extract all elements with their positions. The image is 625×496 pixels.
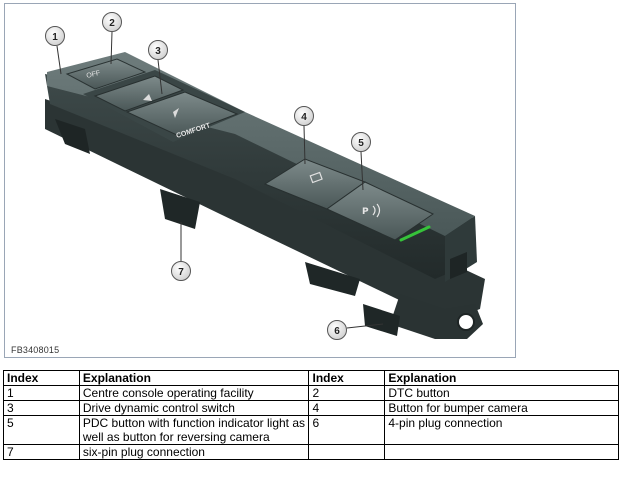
index-cell: 2	[308, 385, 386, 401]
svg-text:1: 1	[52, 32, 58, 43]
arrow-up-icon	[143, 94, 152, 101]
base-housing	[45, 99, 485, 322]
explanation-cell: Drive dynamic control switch	[78, 400, 310, 416]
svg-text:6: 6	[334, 326, 340, 337]
leader-lines	[56, 31, 384, 329]
explanation-cell: Centre console operating facility	[78, 385, 310, 401]
lower-clip	[305, 262, 360, 296]
index-cell: 4	[308, 400, 386, 416]
arrow-down-icon	[173, 108, 179, 118]
side-clip	[55, 119, 90, 154]
callout-3: 3	[148, 40, 168, 60]
front-connector	[450, 252, 467, 279]
index-cell: 7	[3, 444, 80, 460]
component-illustration: OFF COMFORT P	[4, 3, 516, 358]
index-cell: 3	[3, 400, 80, 416]
table-row: 1 Centre console operating facility 2 DT…	[3, 385, 619, 401]
callout-2: 2	[102, 12, 122, 32]
explanation-cell: 4-pin plug connection	[384, 415, 619, 445]
svg-text:3: 3	[155, 46, 161, 57]
dtc-button-label: OFF	[86, 70, 101, 80]
callout-4: 4	[294, 106, 314, 126]
pdc-icon: P	[362, 207, 369, 217]
explanation-cell: six-pin plug connection	[78, 444, 310, 460]
header-index: Index	[308, 370, 386, 386]
table-row: 3 Drive dynamic control switch 4 Button …	[3, 400, 619, 416]
svg-text:2: 2	[109, 18, 115, 29]
explanation-cell	[384, 444, 619, 460]
camera-icon	[309, 171, 323, 184]
explanation-cell: DTC button	[384, 385, 619, 401]
index-cell: 6	[308, 415, 386, 445]
index-cell	[308, 444, 386, 460]
figure-code: FB3408015	[11, 345, 60, 355]
index-cell: 1	[3, 385, 80, 401]
explanation-cell: PDC button with function indicator light…	[78, 415, 310, 445]
callout-7: 7	[171, 261, 191, 281]
mounting-hole	[457, 313, 475, 331]
svg-text:7: 7	[178, 267, 184, 278]
dtc-button-shape	[65, 58, 147, 90]
svg-text:5: 5	[358, 138, 364, 149]
header-explanation: Explanation	[384, 370, 619, 386]
pdc-wave-icon	[372, 203, 381, 218]
table-header-row: Index Explanation Index Explanation	[3, 370, 619, 386]
index-cell: 5	[3, 415, 80, 445]
legend-table: Index Explanation Index Explanation 1 Ce…	[3, 370, 619, 460]
callout-1: 1	[45, 26, 65, 46]
header-index: Index	[3, 370, 80, 386]
six-pin-plug	[160, 189, 200, 229]
ddc-rocker-down	[125, 91, 239, 137]
four-pin-plug	[363, 304, 400, 336]
svg-text:4: 4	[301, 112, 307, 123]
table-row: 5 PDC button with function indicator lig…	[3, 415, 619, 445]
header-explanation: Explanation	[78, 370, 310, 386]
table-row: 7 six-pin plug connection	[3, 444, 619, 460]
callout-6: 6	[327, 320, 347, 340]
callout-5: 5	[351, 132, 371, 152]
console-switch-drawing: OFF COMFORT P	[45, 12, 485, 340]
explanation-cell: Button for bumper camera	[384, 400, 619, 416]
function-indicator-led	[399, 225, 431, 242]
